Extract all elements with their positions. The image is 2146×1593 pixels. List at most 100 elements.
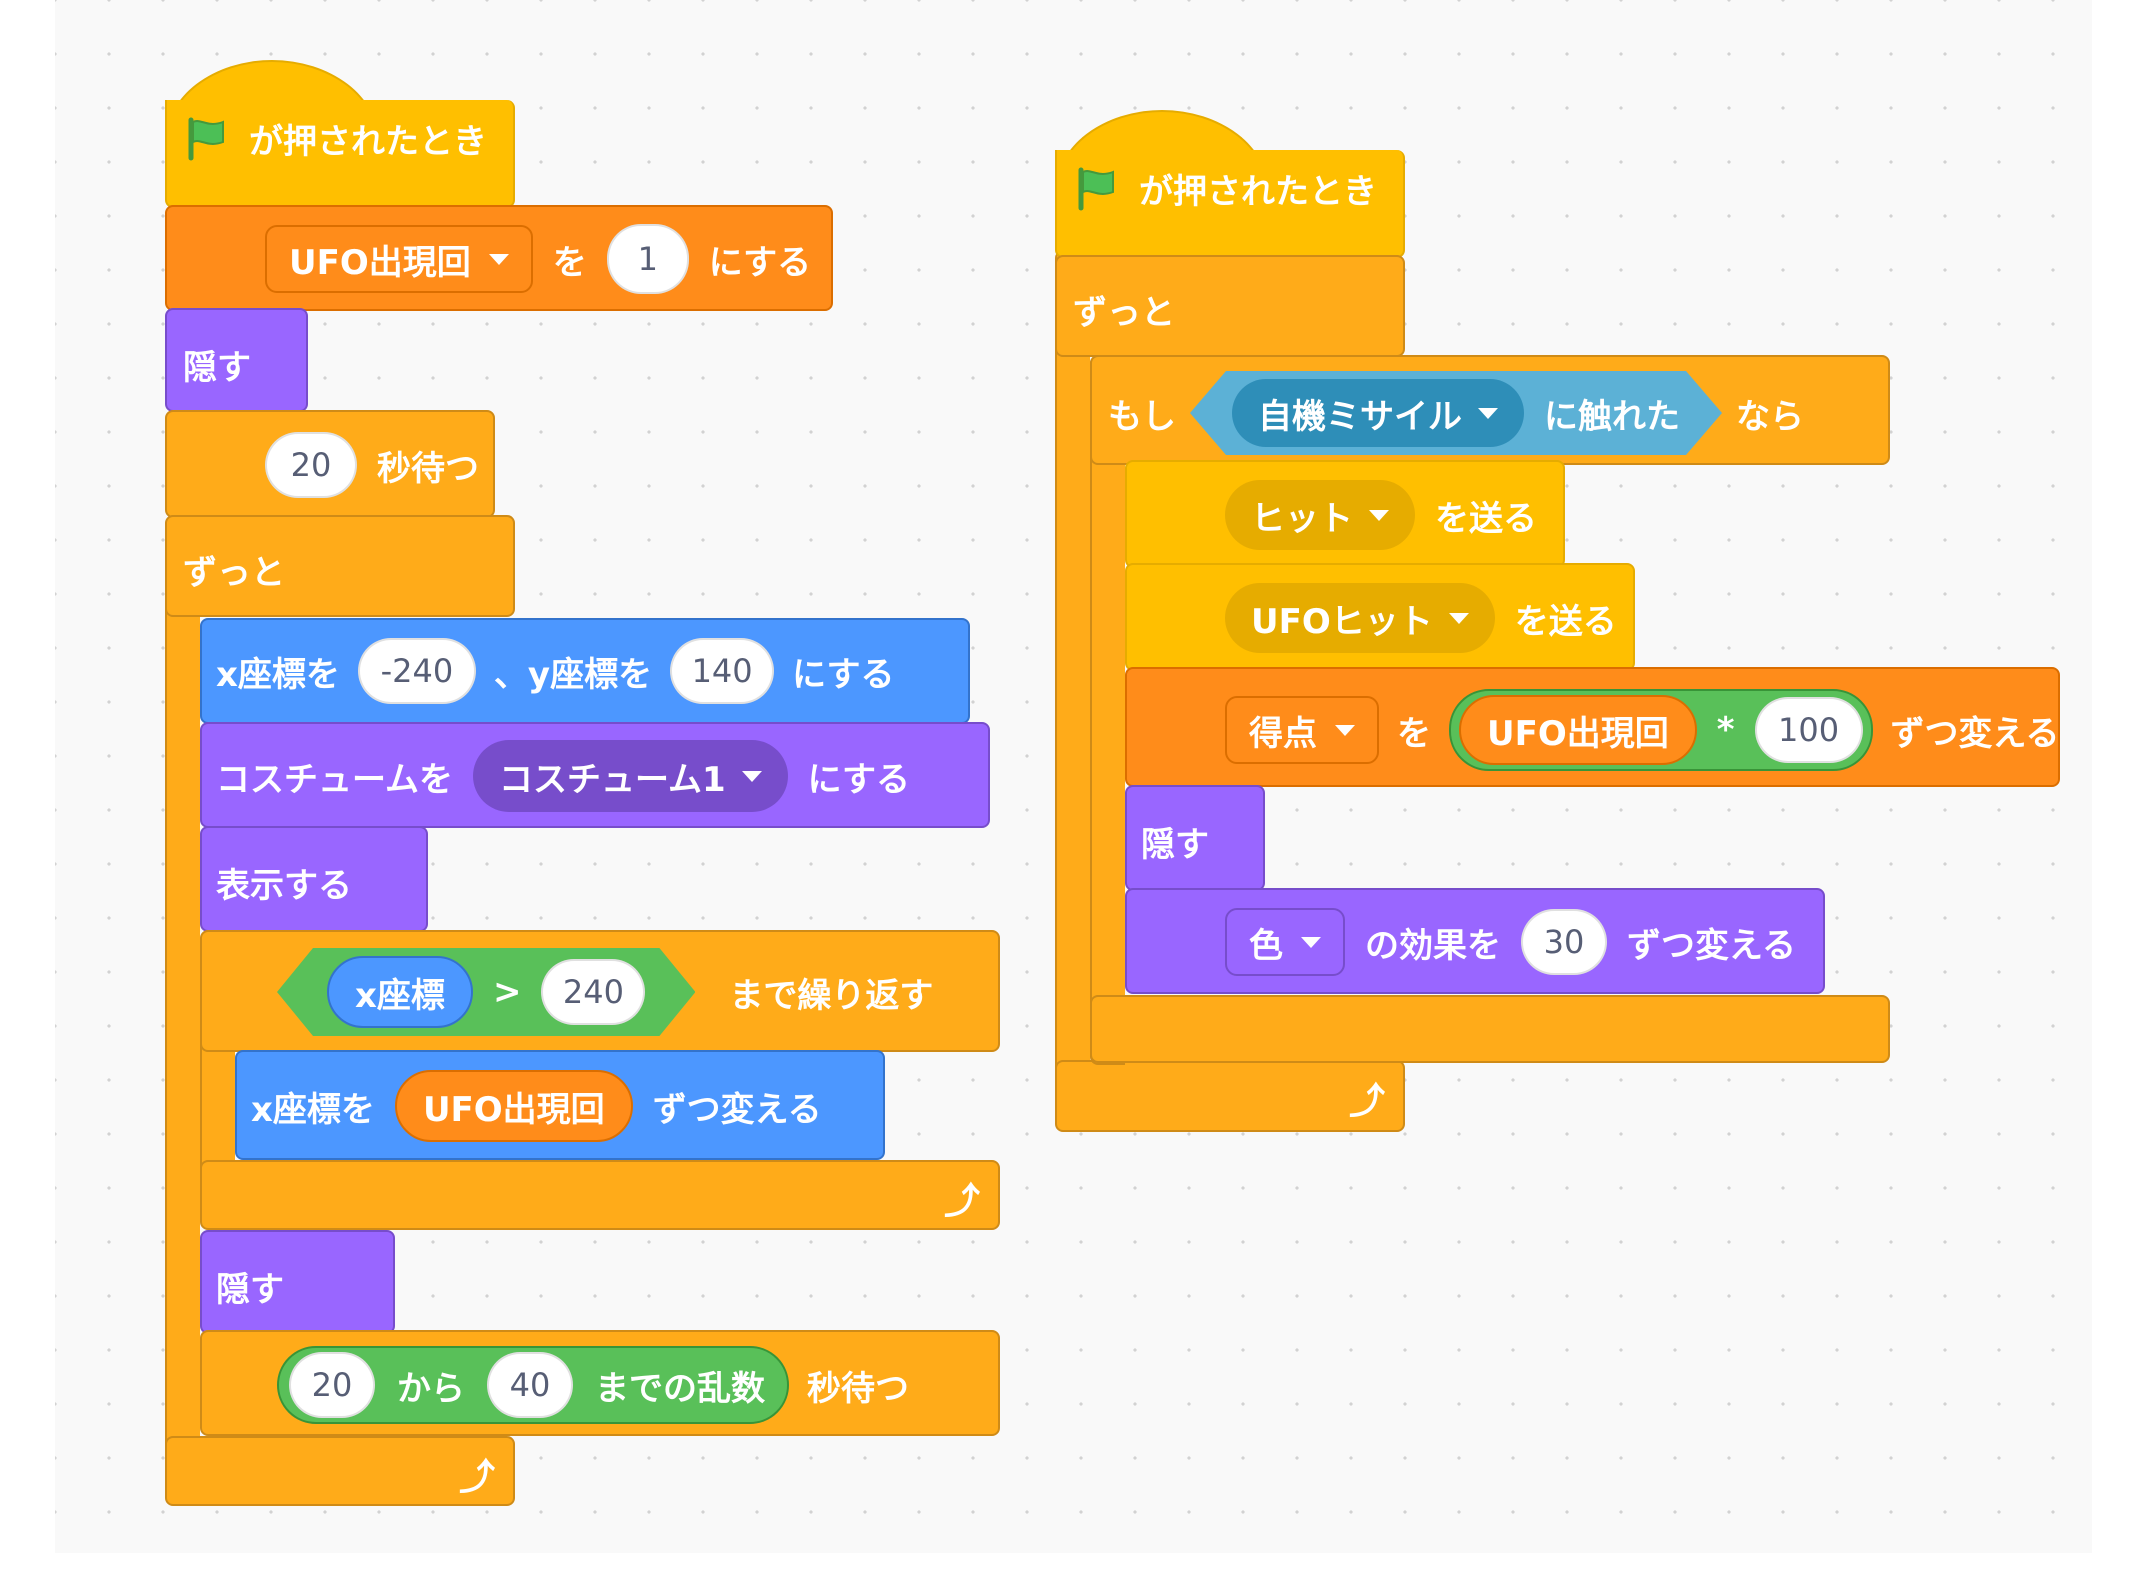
multiply-operator[interactable]: UFO出現回 * 100 <box>1449 689 1873 771</box>
wait-random-block[interactable]: 20 から 40 までの乱数 秒待つ <box>200 1330 1000 1436</box>
multiplier-input[interactable]: 100 <box>1754 697 1863 763</box>
operator-symbol: > <box>492 972 522 1012</box>
effect-label: の効果を <box>1365 925 1501 966</box>
broadcast-block[interactable]: UFOヒット を送る <box>1125 563 1635 671</box>
change-suffix: ずつ変える <box>1890 713 2060 754</box>
forever-block[interactable]: ずっと <box>1055 255 1405 357</box>
if-block[interactable]: もし 自機ミサイル に触れた なら <box>1090 355 1890 465</box>
if-bottom <box>1090 995 1890 1063</box>
label-o: を <box>1397 713 1431 754</box>
forever-bottom[interactable]: ⤴ <box>1055 1060 1405 1132</box>
effect-name: 色 <box>1249 925 1283 966</box>
costume-dropdown[interactable]: コスチューム1 <box>472 740 788 812</box>
effect-dropdown[interactable]: 色 <box>1225 908 1345 976</box>
broadcast-block[interactable]: ヒット を送る <box>1125 460 1565 568</box>
change-x-suffix: ずつ変える <box>652 1089 822 1130</box>
compare-value-input[interactable]: 240 <box>541 959 645 1025</box>
random-from-input[interactable]: 20 <box>289 1352 375 1418</box>
loop-arrow-icon: ⤴ <box>943 1181 980 1222</box>
effect-value-input[interactable]: 30 <box>1521 909 1607 975</box>
broadcast-label: を送る <box>1435 498 1537 539</box>
hide-label: 隠す <box>216 1270 284 1310</box>
message-name: ヒット <box>1251 498 1353 539</box>
wait-block[interactable]: 20 秒待つ <box>165 410 495 518</box>
repeat-until-block[interactable]: x座標 > 240 まで繰り返す <box>200 930 1000 1052</box>
random-to-input[interactable]: 40 <box>487 1352 573 1418</box>
when-flag-clicked-hat[interactable]: が押されたとき <box>165 100 515 208</box>
hide-block[interactable]: 隠す <box>165 308 308 412</box>
hide-label: 隠す <box>183 348 251 388</box>
broadcast-label: を送る <box>1514 601 1617 642</box>
if-suffix: なら <box>1736 396 1804 437</box>
chevron-down-icon <box>1335 724 1355 736</box>
sprite-dropdown[interactable]: 自機ミサイル <box>1232 379 1524 447</box>
go-to-xy-block[interactable]: x座標を -240 、y座標を 140 にする <box>200 618 970 724</box>
hat-label: が押されたとき <box>249 122 487 162</box>
loop-arrow-icon: ⤴ <box>1348 1081 1385 1122</box>
costume-prefix: コスチュームを <box>216 759 453 800</box>
label-suffix: にする <box>708 242 812 283</box>
chevron-down-icon <box>741 770 762 782</box>
forever-arm[interactable] <box>165 518 200 1498</box>
value-input[interactable]: 1 <box>606 224 689 294</box>
go-to-x-label: x座標を <box>216 654 340 695</box>
costume-name: コスチューム1 <box>498 759 726 800</box>
loop-arrow-icon: ⤴ <box>458 1457 495 1498</box>
chevron-down-icon <box>1369 509 1389 521</box>
message-name: UFOヒット <box>1251 601 1433 642</box>
label-o: を <box>552 242 587 283</box>
switch-costume-block[interactable]: コスチュームを コスチューム1 にする <box>200 722 990 828</box>
show-block[interactable]: 表示する <box>200 826 428 932</box>
hide-label: 隠す <box>1141 825 1209 865</box>
random-operator[interactable]: 20 から 40 までの乱数 <box>277 1346 789 1424</box>
if-prefix: もし <box>1108 396 1176 437</box>
touching-label: に触れた <box>1544 396 1680 437</box>
chevron-down-icon <box>1448 612 1469 624</box>
y-input[interactable]: 140 <box>670 638 775 704</box>
if-arm[interactable] <box>1090 355 1125 1065</box>
hide-block[interactable]: 隠す <box>1125 785 1265 891</box>
repeat-until-label: まで繰り返す <box>729 975 934 1016</box>
chevron-down-icon <box>1301 936 1321 948</box>
sprite-name: 自機ミサイル <box>1258 396 1462 437</box>
green-flag-icon <box>183 116 229 162</box>
code-area[interactable]: ⤴ ⤴ が押されたとき UFO出現回 を 1 にする <box>55 0 2092 1553</box>
forever-arm[interactable] <box>1055 250 1090 1130</box>
forever-label: ずっと <box>1073 293 1175 333</box>
change-x-block[interactable]: x座標を UFO出現回 ずつ変える <box>235 1050 885 1160</box>
chevron-down-icon <box>1478 408 1498 419</box>
green-flag-icon <box>1073 166 1119 212</box>
effect-suffix: ずつ変える <box>1627 925 1796 966</box>
touching-sensing-block[interactable]: 自機ミサイル に触れた <box>1190 371 1722 455</box>
forever-bottom[interactable]: ⤴ <box>165 1436 515 1506</box>
when-flag-clicked-hat[interactable]: が押されたとき <box>1055 150 1405 258</box>
variable-dropdown[interactable]: 得点 <box>1225 696 1379 764</box>
greater-than-operator[interactable]: x座標 > 240 <box>277 948 695 1036</box>
variable-dropdown[interactable]: UFO出現回 <box>265 225 533 293</box>
forever-label: ずっと <box>183 553 285 593</box>
message-dropdown[interactable]: ヒット <box>1225 480 1415 550</box>
show-label: 表示する <box>216 866 352 906</box>
hat-label: が押されたとき <box>1139 172 1377 212</box>
costume-suffix: にする <box>807 759 910 800</box>
repeat-until-bottom[interactable]: ⤴ <box>200 1160 1000 1230</box>
forever-block[interactable]: ずっと <box>165 515 515 617</box>
x-position-reporter[interactable]: x座標 <box>327 956 473 1028</box>
x-input[interactable]: -240 <box>357 638 476 704</box>
variable-reporter[interactable]: UFO出現回 <box>1459 695 1697 765</box>
chevron-down-icon <box>488 253 509 265</box>
wait-random-suffix: 秒待つ <box>807 1368 909 1409</box>
set-variable-block[interactable]: UFO出現回 を 1 にする <box>165 205 833 311</box>
variable-reporter[interactable]: UFO出現回 <box>394 1070 633 1142</box>
random-to-label: までの乱数 <box>595 1368 765 1409</box>
change-x-prefix: x座標を <box>251 1089 375 1130</box>
change-variable-block[interactable]: 得点 を UFO出現回 * 100 ずつ変える <box>1125 667 2060 787</box>
operator-symbol: * <box>1716 710 1735 750</box>
change-effect-block[interactable]: 色 の効果を 30 ずつ変える <box>1125 888 1825 994</box>
go-to-suffix: にする <box>792 654 895 695</box>
message-dropdown[interactable]: UFOヒット <box>1225 583 1495 653</box>
seconds-input[interactable]: 20 <box>265 432 357 498</box>
hide-block[interactable]: 隠す <box>200 1230 395 1334</box>
variable-name: 得点 <box>1249 713 1317 754</box>
random-from-label: から <box>397 1368 465 1409</box>
